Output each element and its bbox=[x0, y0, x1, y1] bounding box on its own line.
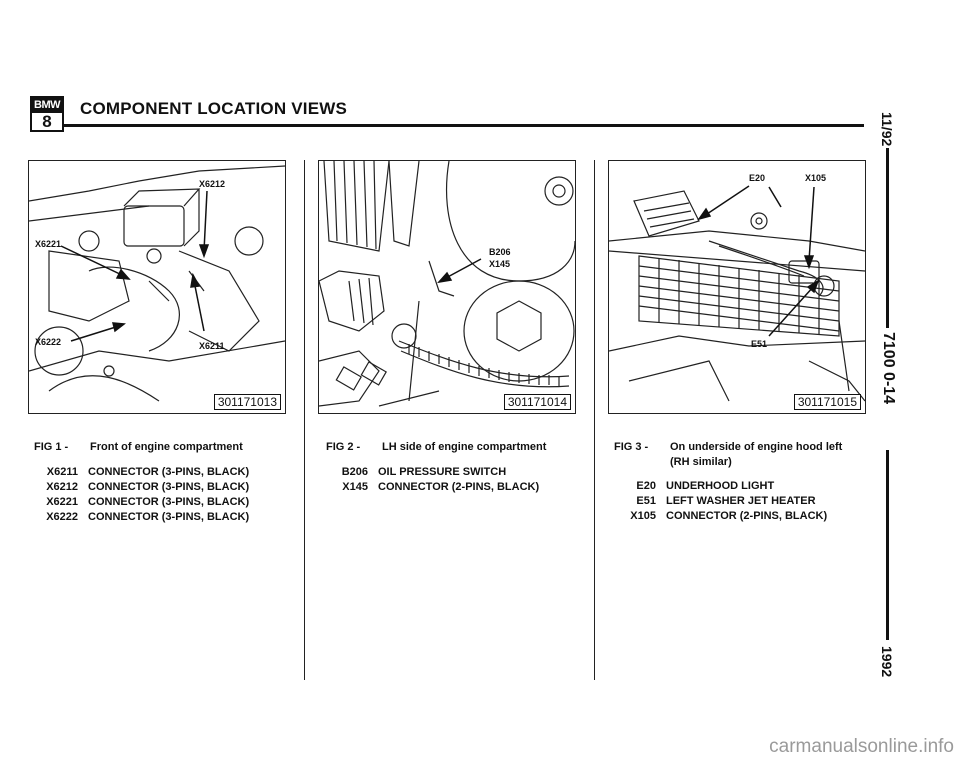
logo-top: BMW bbox=[32, 98, 62, 113]
figure-3-caption-line-2: (RH similar) bbox=[670, 456, 732, 468]
column-separator-1 bbox=[304, 160, 305, 680]
callout-x145: X145 bbox=[489, 259, 511, 269]
callout-x6222: X6222 bbox=[35, 337, 62, 347]
figure-2-caption-number: FIG 2 - bbox=[326, 441, 361, 453]
callout-x6221: X6221 bbox=[35, 239, 62, 249]
legend-description: UNDERHOOD LIGHT bbox=[666, 480, 775, 492]
figure-3-drawing bbox=[609, 185, 865, 402]
legend-code: X105 bbox=[630, 510, 656, 522]
legend-description: CONNECTOR (2-PINS, BLACK) bbox=[666, 510, 828, 522]
figure-1-id: 301171013 bbox=[213, 394, 281, 410]
legend-description: CONNECTOR (3-PINS, BLACK) bbox=[88, 511, 250, 523]
figure-3-caption-number: FIG 3 - bbox=[614, 441, 649, 453]
figure-3-legend: E20 UNDERHOOD LIGHT E51 LEFT WASHER JET HE… bbox=[612, 480, 827, 525]
legend-description: CONNECTOR (3-PINS, BLACK) bbox=[88, 496, 250, 508]
bmw-logo: BMW 8 bbox=[30, 96, 64, 132]
margin-year: 1992 bbox=[879, 646, 895, 678]
callout-b206: B206 bbox=[489, 247, 511, 257]
figure-3-hood-underside: E20 X105 E51 301171015 bbox=[608, 160, 866, 414]
figure-1-caption-number: FIG 1 - bbox=[34, 441, 69, 453]
figure-1-caption-text: Front of engine compartment bbox=[90, 441, 243, 453]
legend-code: X6221 bbox=[46, 496, 78, 508]
margin-line-2 bbox=[886, 450, 889, 640]
logo-bottom: 8 bbox=[42, 112, 52, 131]
legend-code: E51 bbox=[636, 495, 656, 507]
legend-row: X105 CONNECTOR (2-PINS, BLACK) bbox=[612, 510, 827, 522]
legend-description: CONNECTOR (3-PINS, BLACK) bbox=[88, 481, 250, 493]
legend-code: X6222 bbox=[46, 511, 78, 523]
figure-2-caption: FIG 2 - LH side of engine compartment bbox=[326, 441, 546, 453]
legend-code: B206 bbox=[341, 466, 368, 478]
legend-row: X6212 CONNECTOR (3-PINS, BLACK) bbox=[34, 481, 249, 493]
legend-description: CONNECTOR (3-PINS, BLACK) bbox=[88, 466, 250, 478]
figure-2-caption-text: LH side of engine compartment bbox=[382, 441, 547, 453]
figure-2-legend: B206 OIL PRESSURE SWITCH X145 CONNECTOR (2… bbox=[324, 466, 539, 496]
legend-code: X145 bbox=[342, 481, 368, 493]
figure-3-id: 301171015 bbox=[793, 394, 861, 410]
margin-line-1 bbox=[886, 148, 889, 328]
legend-description: CONNECTOR (2-PINS, BLACK) bbox=[378, 481, 540, 493]
margin-date: 11/92 bbox=[879, 112, 895, 147]
legend-row: X6211 CONNECTOR (3-PINS, BLACK) bbox=[34, 466, 249, 478]
figure-3-caption: FIG 3 - On underside of engine hood left bbox=[614, 441, 842, 453]
figure-2-engine-lh-side: B206 X145 301171014 bbox=[318, 160, 576, 414]
callout-e51: E51 bbox=[751, 339, 768, 349]
margin-code: 7100 0-14 bbox=[880, 332, 897, 405]
legend-row: X6221 CONNECTOR (3-PINS, BLACK) bbox=[34, 496, 249, 508]
figure-1-engine-front: X6212 X6221 X6222 X6211 301171013 bbox=[28, 160, 286, 414]
legend-code: E20 bbox=[636, 480, 656, 492]
figure-1-caption: FIG 1 - Front of engine compartment bbox=[34, 441, 243, 453]
legend-row: E51 LEFT WASHER JET HEATER bbox=[612, 495, 827, 507]
legend-row: B206 OIL PRESSURE SWITCH bbox=[324, 466, 539, 478]
legend-description: OIL PRESSURE SWITCH bbox=[378, 466, 507, 478]
watermark: carmanualsonline.info bbox=[769, 736, 954, 757]
callout-e20: E20 bbox=[749, 173, 766, 183]
figure-2-id: 301171014 bbox=[503, 394, 571, 410]
callout-x6212: X6212 bbox=[199, 179, 226, 189]
legend-row: E20 UNDERHOOD LIGHT bbox=[612, 480, 827, 492]
header-rule bbox=[64, 124, 864, 127]
figure-3-caption-text: On underside of engine hood left bbox=[670, 441, 843, 453]
callout-x6211: X6211 bbox=[199, 341, 225, 351]
callout-x105: X105 bbox=[805, 173, 827, 183]
legend-code: X6211 bbox=[46, 466, 78, 478]
column-separator-2 bbox=[594, 160, 595, 680]
legend-row: X6222 CONNECTOR (3-PINS, BLACK) bbox=[34, 511, 249, 523]
figure-1-drawing bbox=[29, 165, 285, 402]
legend-description: LEFT WASHER JET HEATER bbox=[666, 495, 816, 507]
legend-code: X6212 bbox=[46, 481, 78, 493]
page-title: COMPONENT LOCATION VIEWS bbox=[80, 99, 348, 118]
figure-2-drawing bbox=[319, 161, 575, 407]
legend-row: X145 CONNECTOR (2-PINS, BLACK) bbox=[324, 481, 539, 493]
